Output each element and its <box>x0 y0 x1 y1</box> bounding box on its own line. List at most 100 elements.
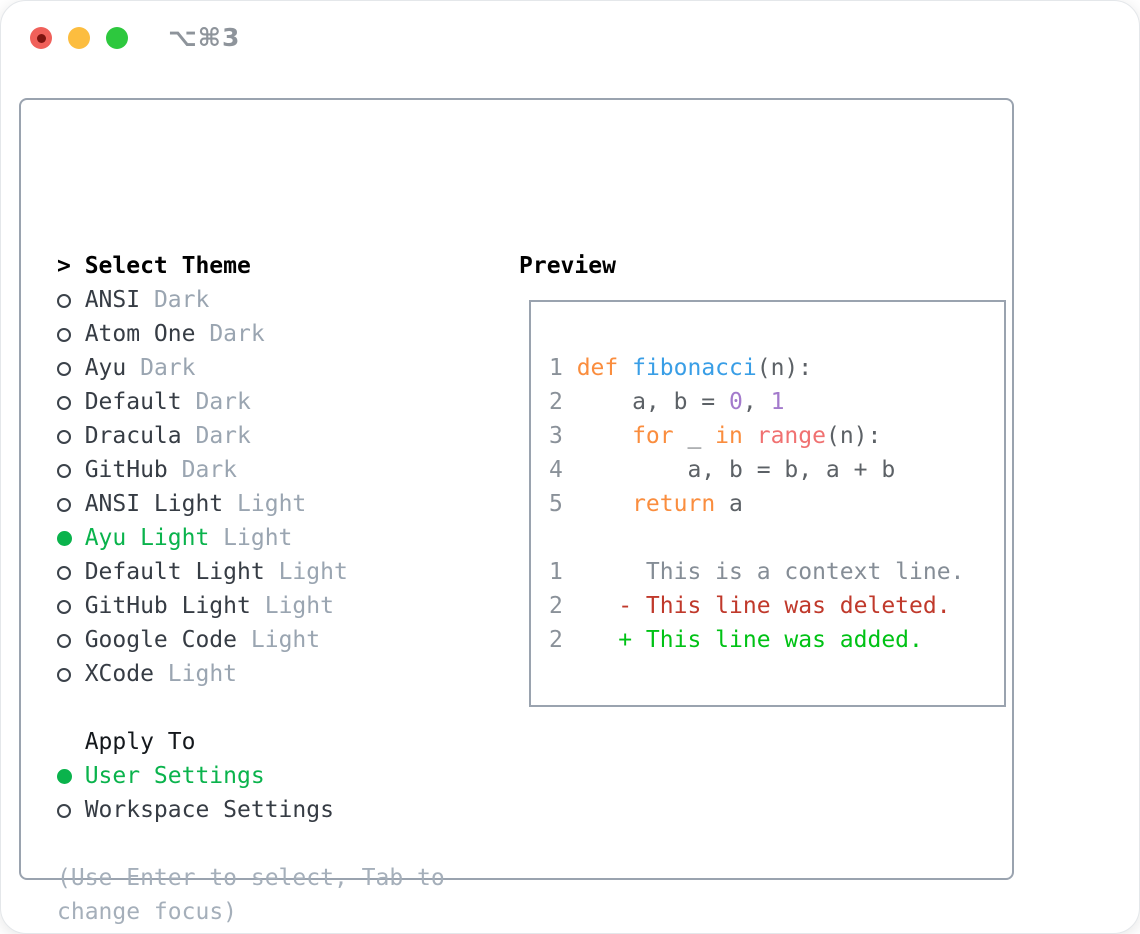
theme-option[interactable]: Ayu Dark <box>57 351 445 385</box>
theme-option[interactable]: Default Light Light <box>57 555 445 589</box>
radio-unselected-icon <box>57 623 85 657</box>
line-number: 2 <box>549 627 563 653</box>
radio-glyph <box>57 769 72 784</box>
theme-variant: Dark <box>153 287 210 313</box>
code-token: fibonacci <box>632 355 757 381</box>
code-token: - This line was deleted. <box>576 593 951 619</box>
minimize-button-icon[interactable] <box>68 27 90 49</box>
preview-title: Preview <box>519 253 616 279</box>
radio-glyph <box>57 668 71 682</box>
theme-name: ANSI <box>84 287 141 313</box>
radio-glyph <box>57 600 71 614</box>
code-token: range <box>756 423 826 449</box>
theme-variant: Dark <box>181 457 238 483</box>
theme-option[interactable]: ANSI Dark <box>57 283 445 317</box>
code-line: 4 a, b = b, a + b <box>549 453 964 487</box>
theme-variant: Light <box>278 559 348 585</box>
code-token: 0 <box>729 389 743 415</box>
line-number: 5 <box>549 491 563 517</box>
select-theme-title: Select Theme <box>84 253 251 279</box>
radio-unselected-icon <box>57 555 85 589</box>
zoom-button-icon[interactable] <box>106 27 128 49</box>
line-number: 3 <box>549 423 563 449</box>
code-token: (n): <box>756 355 813 381</box>
theme-option[interactable]: Default Dark <box>57 385 445 419</box>
code-line: 3 for _ in range(n): <box>549 419 964 453</box>
code-token: This is a context line. <box>576 559 965 585</box>
theme-variant: Dark <box>140 355 196 381</box>
theme-option[interactable]: GitHub Light Light <box>57 589 445 623</box>
theme-option[interactable]: Ayu Light Light <box>57 521 445 555</box>
theme-option[interactable]: Google Code Light <box>57 623 445 657</box>
selection-caret: > <box>57 253 71 279</box>
select-theme-header: > Select Theme <box>57 249 445 283</box>
theme-option[interactable]: GitHub Dark <box>57 453 445 487</box>
theme-variant: Light <box>264 593 334 619</box>
code-line: 5 return a <box>549 487 964 521</box>
theme-name: GitHub Light <box>84 593 251 619</box>
radio-unselected-icon <box>57 419 85 453</box>
theme-variant: Light <box>237 491 307 517</box>
radio-glyph <box>57 464 71 478</box>
theme-name: GitHub <box>84 457 168 483</box>
theme-name: Dracula <box>84 423 182 449</box>
theme-name: ANSI Light <box>84 491 224 517</box>
radio-unselected-icon <box>57 317 85 351</box>
close-button-icon[interactable] <box>30 27 52 49</box>
radio-unselected-icon <box>57 351 85 385</box>
theme-name: Google Code <box>84 627 238 653</box>
code-token <box>577 491 632 517</box>
radio-unselected-icon <box>57 453 85 487</box>
radio-unselected-icon <box>57 657 85 691</box>
radio-glyph <box>57 294 71 308</box>
code-token: 1 <box>770 389 785 415</box>
apply-to-label: Workspace Settings <box>84 797 334 823</box>
hint-line: change focus) <box>57 899 238 925</box>
theme-variant: Light <box>167 661 238 687</box>
apply-to-header: Apply To <box>57 725 445 759</box>
code-token <box>618 355 632 381</box>
code-token: return <box>632 491 716 517</box>
apply-to-option[interactable]: User Settings <box>57 759 445 793</box>
theme-option[interactable]: XCode Light <box>57 657 445 691</box>
radio-glyph <box>57 804 71 818</box>
spacer <box>57 827 445 861</box>
radio-unselected-icon <box>57 385 85 419</box>
theme-variant: Light <box>250 627 321 653</box>
code-token <box>577 423 632 449</box>
window-shortcut-label: ⌥⌘3 <box>168 23 241 52</box>
theme-name: Atom One <box>84 321 196 347</box>
theme-name: Ayu <box>84 355 127 381</box>
code-line: 2 + This line was added. <box>549 623 964 657</box>
theme-name: Ayu Light <box>84 525 210 551</box>
apply-to-label: User Settings <box>84 763 265 789</box>
apply-to-option[interactable]: Workspace Settings <box>57 793 445 827</box>
theme-variant: Dark <box>195 389 251 415</box>
radio-glyph <box>57 498 71 512</box>
code-token: a <box>715 491 743 517</box>
code-token: a, b = b, a + b <box>576 457 896 483</box>
code-token <box>743 423 757 449</box>
code-token: for <box>632 423 674 449</box>
theme-variant: Dark <box>195 423 251 449</box>
theme-option[interactable]: Dracula Dark <box>57 419 445 453</box>
code-token: , <box>742 389 771 415</box>
code-token: _ <box>673 423 716 449</box>
radio-glyph <box>57 430 71 444</box>
theme-name: Default <box>84 389 182 415</box>
line-number: 2 <box>549 593 563 619</box>
theme-option[interactable]: Atom One Dark <box>57 317 445 351</box>
radio-glyph <box>57 362 71 376</box>
line-number: 4 <box>549 457 563 483</box>
radio-glyph <box>57 531 72 546</box>
radio-unselected-icon <box>57 283 85 317</box>
theme-option[interactable]: ANSI Light Light <box>57 487 445 521</box>
code-line <box>549 521 964 555</box>
